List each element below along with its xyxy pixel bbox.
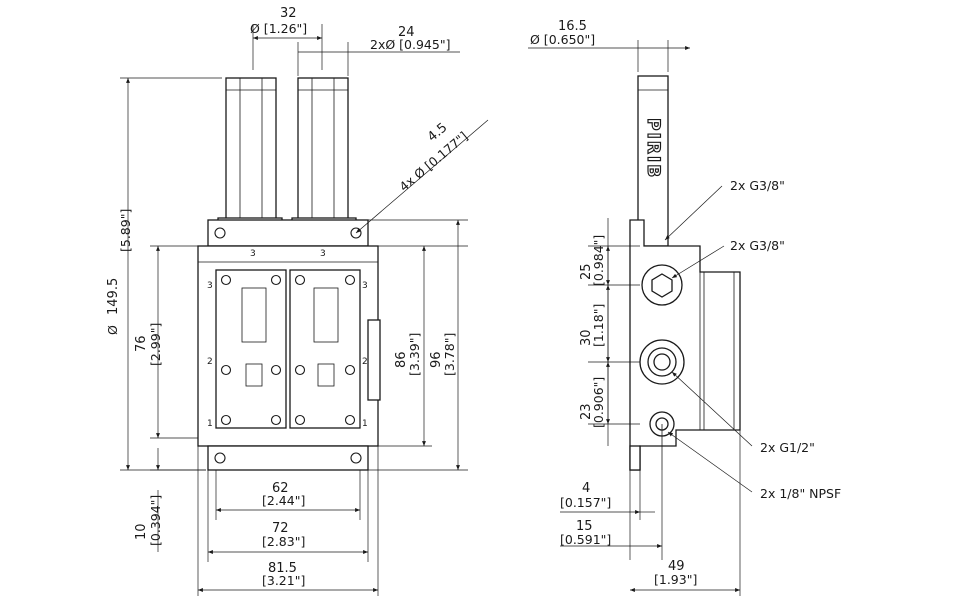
cylinder-right: [291, 77, 357, 239]
side-body: [629, 219, 741, 471]
port-number: 1: [207, 419, 213, 429]
top-plate: [207, 219, 369, 247]
dim-24-value: 24: [398, 25, 415, 40]
port-number: 3: [250, 249, 256, 259]
dim-76-value: 76: [134, 335, 149, 352]
valve-section-right: [289, 269, 361, 429]
dim-25-inch: [0.984"]: [591, 235, 606, 286]
dim-149-5-value: 149.5: [106, 278, 121, 315]
label-g38-b: 2x G3/8": [730, 238, 785, 253]
dim-23-inch: [0.906"]: [591, 377, 606, 428]
label-g12: 2x G1/2": [760, 440, 815, 455]
dim-72-value: 72: [272, 521, 289, 536]
dim-10-inch: [0.394"]: [148, 495, 163, 546]
dim-81-5-value: 81.5: [268, 561, 297, 576]
dim-96-inch: [3.78"]: [442, 333, 457, 376]
dim-15-inch: [0.591"]: [560, 532, 611, 547]
dim-62-value: 62: [272, 481, 289, 496]
dim-24-inch: 2xØ [0.945"]: [370, 37, 450, 52]
port-number: 2: [207, 357, 213, 367]
dim-25-value: 25: [579, 263, 594, 280]
cylinder-left: [217, 77, 283, 239]
dim-86-value: 86: [394, 351, 409, 368]
valve-section-left: [215, 269, 287, 429]
label-npsf: 2x 1/8" NPSF: [760, 486, 841, 501]
label-g38-a: 2x G3/8": [730, 178, 785, 193]
dim-72-inch: [2.83"]: [262, 534, 305, 549]
dim-81-5-inch: [3.21"]: [262, 573, 305, 588]
dim-32-value: 32: [280, 6, 297, 21]
dim-86-inch: [3.39"]: [407, 333, 422, 376]
brand-logo: PIRIB: [643, 118, 663, 179]
dim-149-5-inch: [5.89"]: [118, 209, 133, 252]
dim-4-value: 4: [582, 481, 590, 496]
dim-149-5-prefix: Ø: [105, 325, 120, 335]
port-number: 1: [362, 419, 368, 429]
dim-16-5-inch: Ø [0.650"]: [530, 32, 595, 47]
dim-32-inch: Ø [1.26"]: [250, 21, 307, 36]
dim-96-value: 96: [429, 351, 444, 368]
port-number: 2: [362, 357, 368, 367]
dim-30-inch: [1.18"]: [591, 304, 606, 347]
dim-62-inch: [2.44"]: [262, 493, 305, 508]
front-view: 3 3 3 3 2 2 1 1 32 Ø [1.26"] 24 2xØ [0.9…: [105, 6, 489, 596]
port-number: 3: [362, 281, 368, 291]
dim-4-inch: [0.157"]: [560, 495, 611, 510]
dim-49-value: 49: [668, 559, 685, 574]
side-view: PIRIB 16.5 Ø [0.650"] 2x G3/8" 2x G3/8" …: [528, 19, 841, 596]
port-number: 3: [207, 281, 213, 291]
dim-49-inch: [1.93"]: [654, 572, 697, 587]
dim-10-value: 10: [134, 523, 149, 540]
dim-76-inch: [2.99"]: [148, 323, 163, 366]
port-number: 3: [320, 249, 326, 259]
dim-16-5-value: 16.5: [558, 19, 587, 34]
dim-30-value: 30: [579, 329, 594, 346]
dim-23-value: 23: [579, 403, 594, 420]
dim-15-value: 15: [576, 519, 593, 534]
